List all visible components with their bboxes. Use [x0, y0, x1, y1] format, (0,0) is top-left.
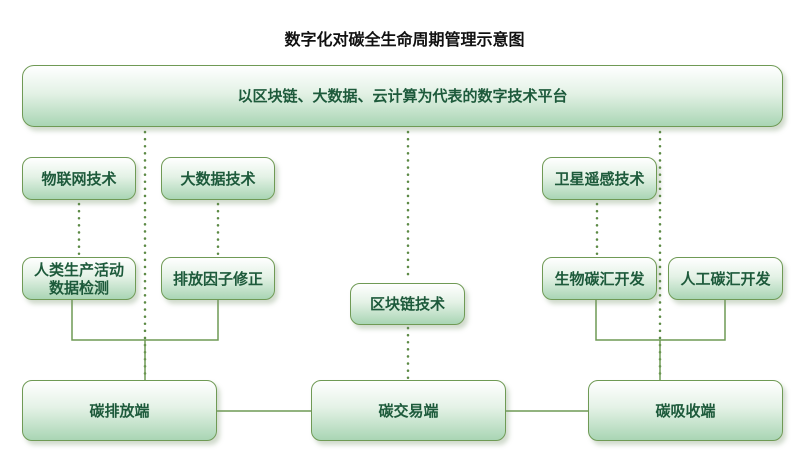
satellite-box: 卫星遥感技术: [542, 157, 657, 200]
monitor-label-1: 人类生产活动: [33, 260, 124, 279]
bio-box: 生物碳汇开发: [542, 257, 657, 300]
factor-label: 排放因子修正: [172, 269, 263, 288]
artificial-box: 人工碳汇开发: [668, 257, 783, 300]
bigdata-label: 大数据技术: [180, 169, 256, 188]
iot-box: 物联网技术: [22, 157, 136, 200]
bio-label: 生物碳汇开发: [554, 269, 645, 288]
artificial-label: 人工碳汇开发: [680, 269, 771, 288]
trading-box: 碳交易端: [311, 380, 506, 441]
monitor-box: 人类生产活动数据检测: [22, 257, 136, 300]
absorption-label: 碳吸收端: [655, 401, 716, 420]
bigdata-box: 大数据技术: [161, 157, 275, 200]
diagram-title: 数字化对碳全生命周期管理示意图: [284, 30, 525, 49]
solid-line: [595, 300, 726, 341]
absorption-box: 碳吸收端: [588, 380, 783, 441]
solid-line: [71, 300, 219, 341]
iot-label: 物联网技术: [41, 169, 117, 188]
emission-box: 碳排放端: [22, 380, 217, 441]
monitor-label-2: 数据检测: [48, 278, 109, 297]
factor-box: 排放因子修正: [161, 257, 275, 300]
satellite-label: 卫星遥感技术: [554, 169, 645, 188]
trading-label: 碳交易端: [378, 401, 439, 420]
platform-box: 以区块链、大数据、云计算为代表的数字技术平台: [22, 65, 783, 127]
blockchain-label: 区块链技术: [369, 295, 445, 313]
platform-label: 以区块链、大数据、云计算为代表的数字技术平台: [237, 87, 568, 105]
blockchain-box: 区块链技术: [350, 283, 465, 325]
emission-label: 碳排放端: [89, 401, 150, 420]
